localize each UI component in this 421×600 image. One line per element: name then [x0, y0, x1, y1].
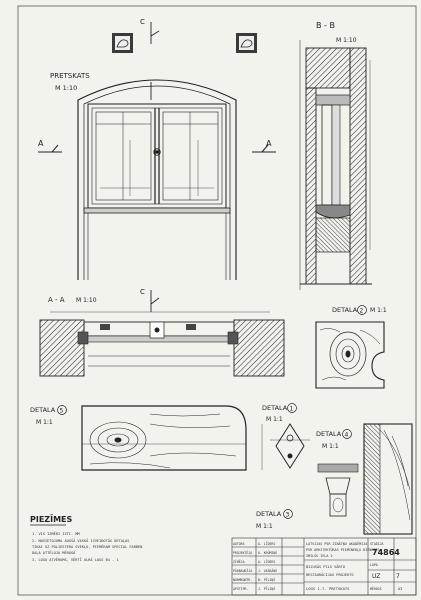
- marker-a-label-right: A: [266, 139, 272, 148]
- title-block: [231, 537, 417, 596]
- section-marker-c-aa: [150, 290, 160, 312]
- section-bb-drawing: [299, 40, 372, 290]
- note-item: DAĻA ATTĒLOJA MĒROGĀ: [32, 550, 76, 555]
- detail-4-drawing: [317, 423, 413, 535]
- front-view-title: PRETSKATS: [50, 72, 90, 80]
- ornament-block-right: [236, 33, 257, 53]
- detail-3-title: DETALA: [256, 510, 282, 518]
- section-aa-scale: M 1:10: [76, 297, 97, 304]
- address: SMILŠU IELA 2: [306, 553, 333, 558]
- detail-1-num: 1: [290, 406, 294, 413]
- detail-5-title: DETALA: [30, 406, 56, 414]
- name: A. LĪDERS: [258, 559, 275, 564]
- section-aa-drawing: [39, 311, 285, 377]
- format: A3: [398, 587, 402, 591]
- note-item: 2. NOVIETOJUMA AUGŠĀ VASKĀ IZVEIDOTĀS DE…: [32, 538, 129, 543]
- marker-c-label-aa: C: [140, 288, 145, 296]
- sheet-number: 7: [396, 573, 400, 580]
- institution: LATVIJAS PSR ZINĀTŅU AKADĒMIJA: [306, 541, 367, 546]
- marker-a-label-left: A: [38, 139, 44, 148]
- object-name: BIJUSĀS PILS VĀRTU: [306, 564, 345, 569]
- institution-subtitle: PSR ARHITEKTŪRAS PIEMINEKĻU DIENESTS: [306, 547, 380, 552]
- project-number: 74864: [372, 548, 400, 557]
- detail-4-num: 4: [345, 432, 349, 439]
- ornament-block-left: [112, 33, 133, 53]
- detail-4-scale: M 1:1: [322, 443, 339, 450]
- role: ZĪMĒJA: [233, 559, 245, 564]
- notes-heading: PIEZĪMES: [30, 514, 73, 524]
- drawing-name: LOGS 1-7. PRETSKATS: [306, 586, 350, 591]
- notes-list: 1. VIS IZMĒRI IZTI. MM 2. NOVIETOJUMA AU…: [32, 531, 142, 562]
- detail-1-title: DETALA: [262, 404, 288, 412]
- detail-3-scale: M 1:1: [256, 523, 273, 530]
- detail-2-title: DETALA: [332, 306, 358, 314]
- name: B. PĪLIŅŠ: [258, 577, 275, 582]
- role: AUTORS: [233, 542, 245, 546]
- role: NORMKONTR.: [233, 578, 252, 582]
- title-block-roles: AUTORS PROJEKTĒJA ZĪMĒJA PĀRBAUDĪJA NORM…: [233, 541, 277, 591]
- section-aa-title: A - A: [48, 296, 65, 304]
- detail-1-drawing: [261, 423, 310, 470]
- note-item: TIKAI UZ POLIESTERA SVEKĻU, PIEMĒRAM SPE…: [32, 544, 142, 549]
- note-item: 1. VIS IZMĒRI IZTI. MM: [32, 531, 80, 536]
- section-marker-a-left: [38, 144, 62, 153]
- front-view-window: [77, 79, 237, 280]
- detail-2-drawing: [315, 321, 385, 389]
- object-description: RESTAURĀCIJAS PROJEKTS: [306, 572, 354, 577]
- sheet-label: LAPA: [370, 563, 378, 567]
- detail-2-num: 2: [360, 308, 364, 315]
- name: J. PĪLIŅŠ: [258, 586, 275, 591]
- name: J. VAŠKĀNS: [258, 568, 277, 573]
- name: A. LĪDERS: [258, 541, 275, 546]
- detail-5-drawing: [81, 405, 247, 471]
- detail-1-scale: M 1:1: [266, 416, 283, 423]
- sheet-frame: [17, 5, 417, 596]
- role: PĀRBAUDĪJA: [233, 568, 252, 573]
- marker-c-label-top: C: [140, 18, 145, 26]
- stage-label: STADIJA: [370, 542, 384, 546]
- role: APSTIPR.: [233, 587, 248, 591]
- detail-5-scale: M 1:1: [36, 419, 53, 426]
- detail-4-title: DETALA: [316, 430, 342, 438]
- detail-5-num: 5: [60, 408, 64, 415]
- front-view-scale: M 1:10: [55, 84, 77, 92]
- section-bb-title: B - B: [316, 21, 335, 30]
- section-marker-a-right: [252, 144, 276, 153]
- section-bb-scale: M 1:10: [336, 37, 357, 44]
- name: U. KRŪMIŅŠ: [258, 550, 277, 555]
- detail-2-scale: M 1:1: [370, 307, 387, 314]
- detail-3-num: 3: [286, 512, 290, 519]
- scale-label: MĒROGS: [370, 586, 382, 591]
- role: PROJEKTĒJA: [233, 550, 252, 555]
- section-marker-c: [150, 22, 160, 100]
- stage-value: UZ: [372, 573, 380, 580]
- note-item: 3. LOGU ATVĒRUMS, VĒRTĪ OLRĀ LOGS B4 - 1: [32, 557, 119, 562]
